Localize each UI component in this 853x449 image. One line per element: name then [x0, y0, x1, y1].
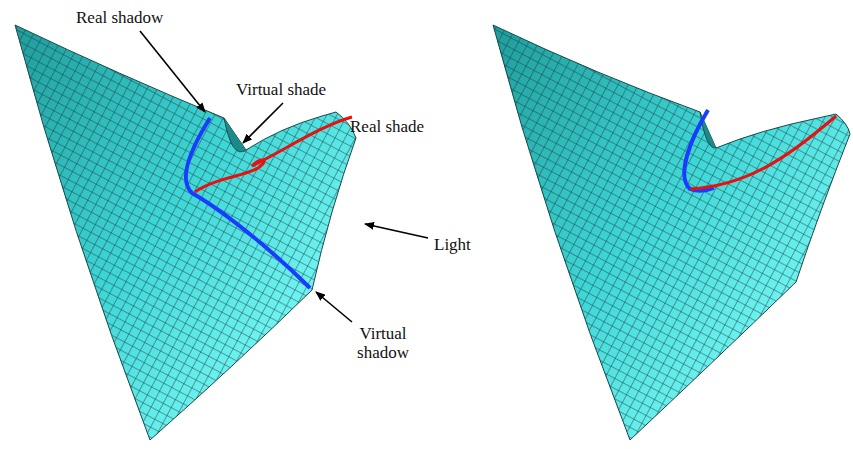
callout-label: Real shade [350, 118, 424, 137]
leader-arrows [140, 31, 428, 322]
right-surface [493, 25, 850, 440]
callout-label: Light [434, 236, 471, 255]
callout-label: Virtual shade [236, 81, 326, 100]
callout-label: Virtual shadow [350, 325, 416, 362]
left-surface [15, 25, 356, 440]
callout-label: Real shadow [76, 9, 163, 28]
